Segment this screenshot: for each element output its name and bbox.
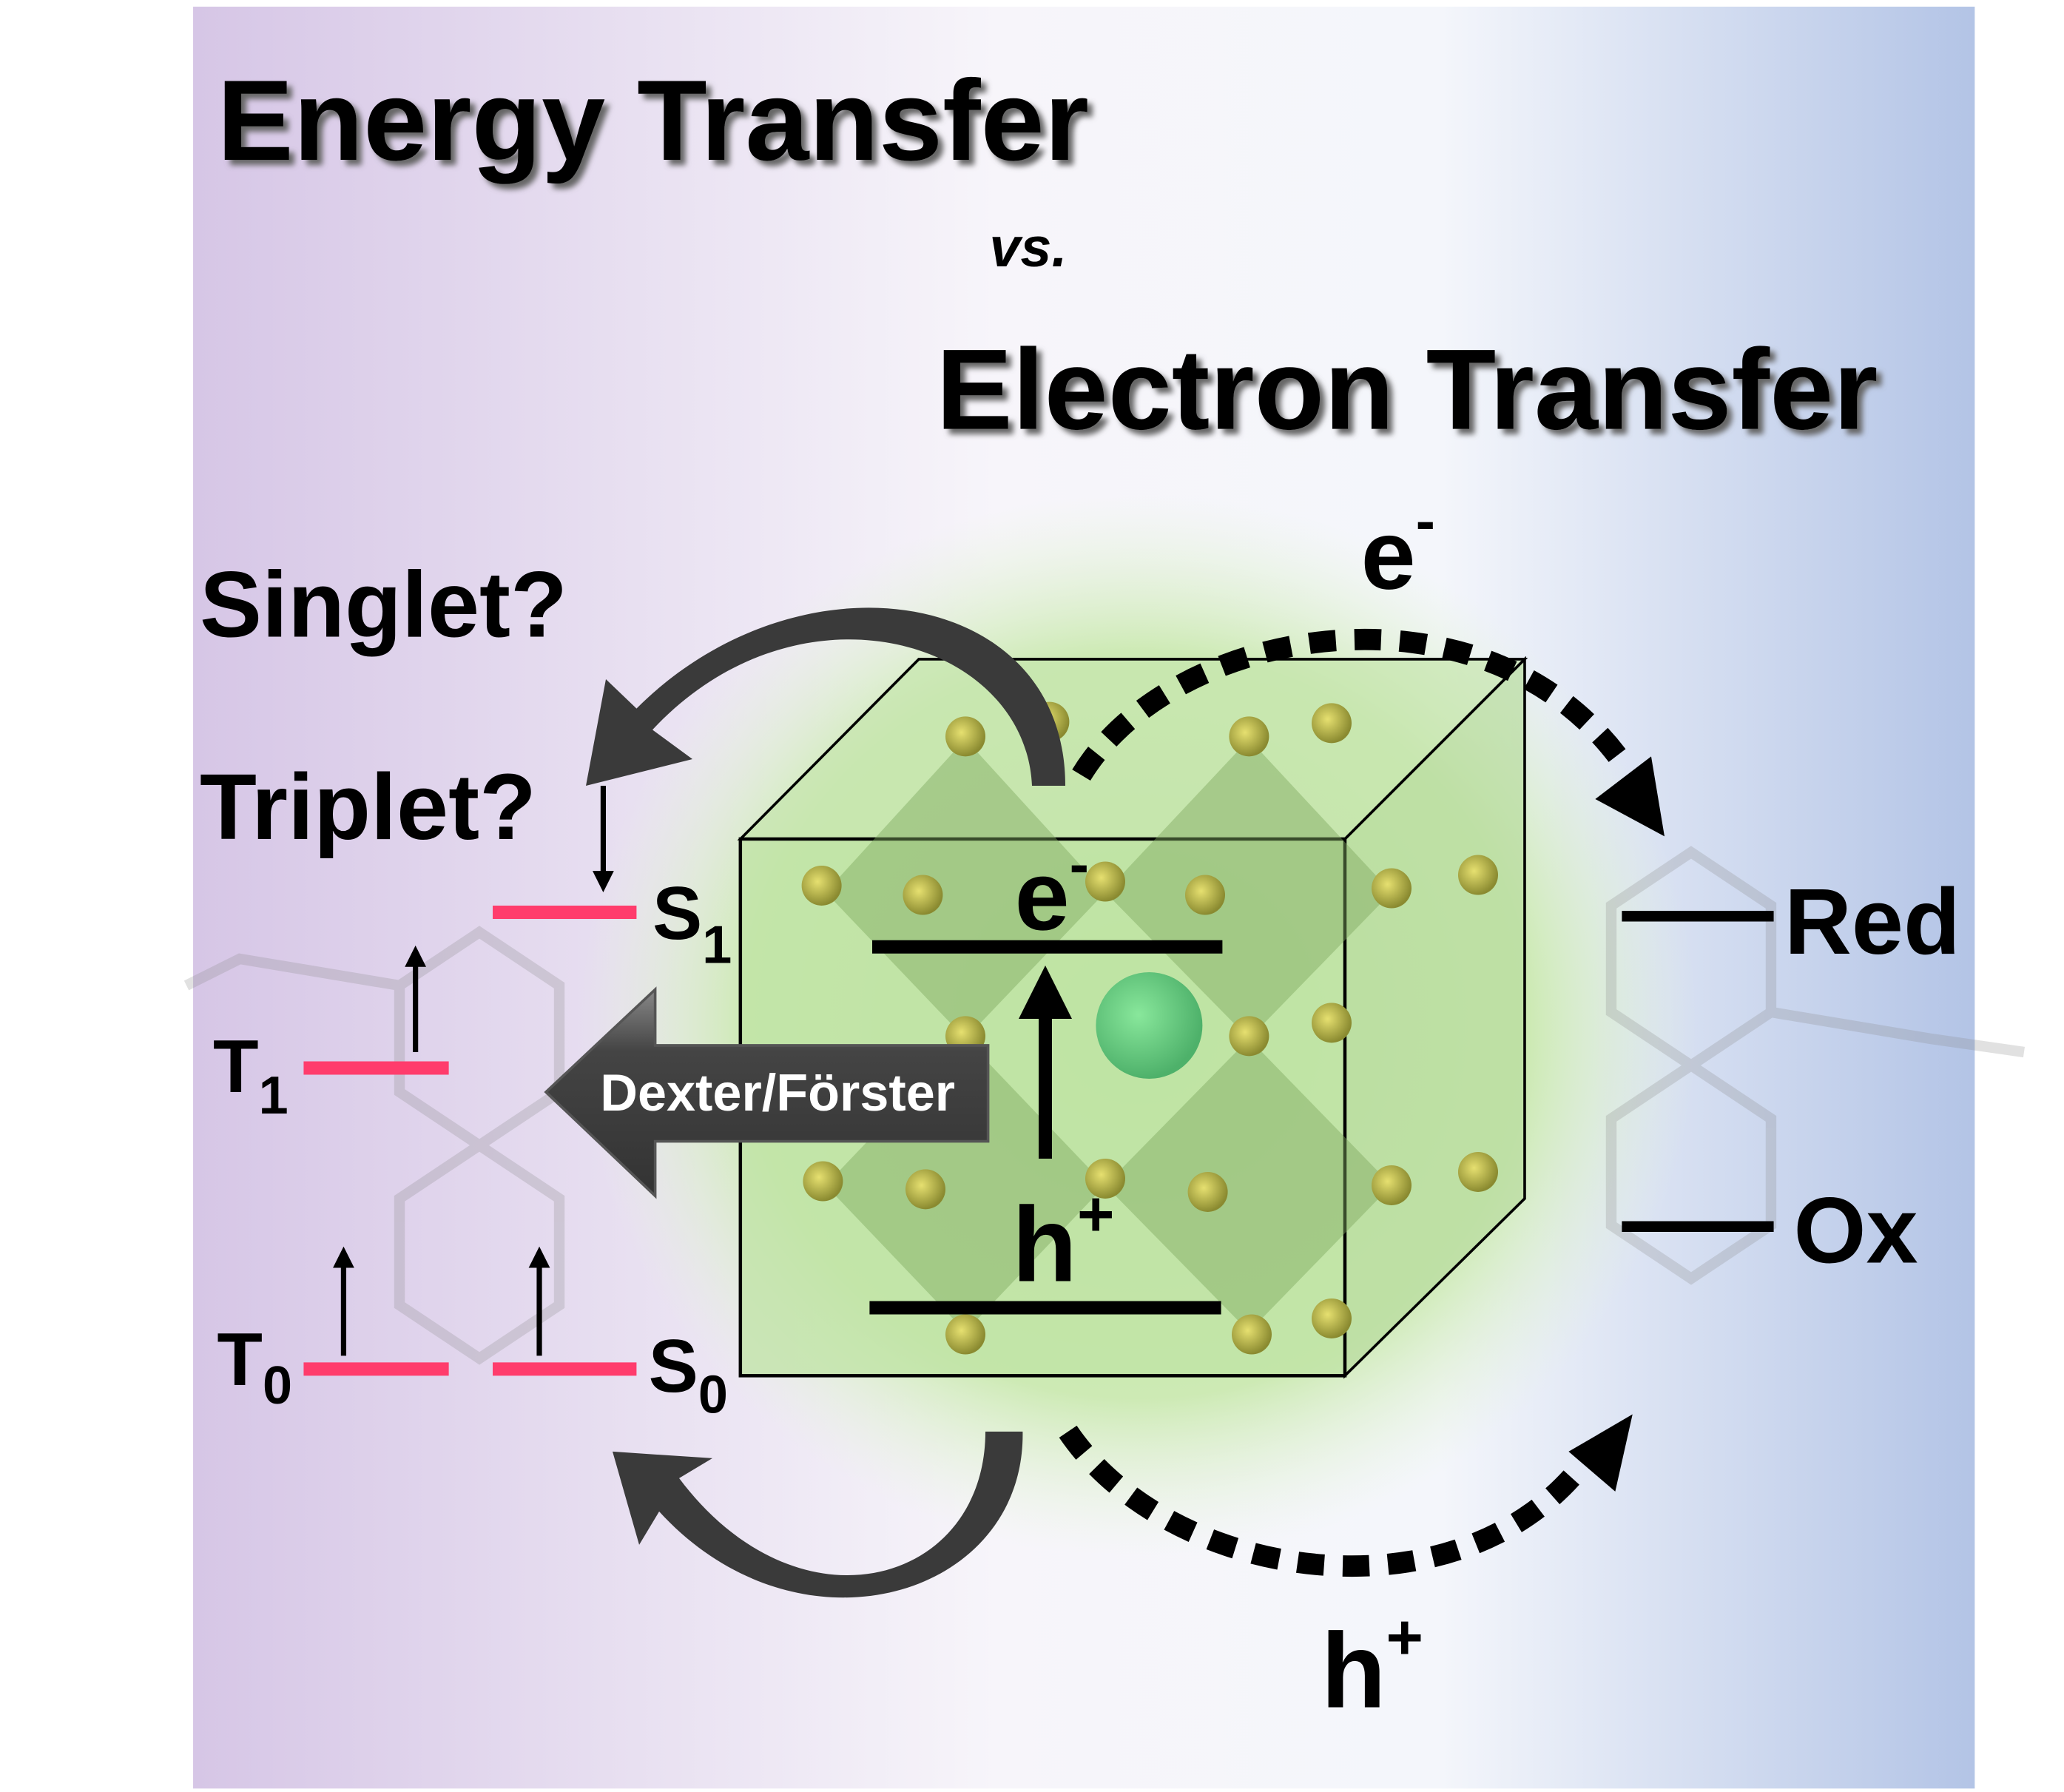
red-label: Red: [1784, 869, 1960, 974]
label-t1: T1: [213, 1025, 289, 1125]
central-cation: [1096, 971, 1203, 1079]
ox-label: Ox: [1794, 1178, 1918, 1282]
singlet-question: Singlet?: [200, 552, 567, 656]
curved-arrow-bottom: [613, 1431, 1023, 1598]
title-electron-transfer: Electron Transfer: [936, 326, 1878, 454]
hole-arrowhead-icon: [1568, 1414, 1633, 1492]
vs-label: vs.: [989, 217, 1067, 279]
transfer-hole-label: h+: [1321, 1603, 1423, 1731]
triplet-question: Triplet?: [200, 755, 536, 859]
cube-electron-label: e-: [1015, 831, 1089, 951]
label-t0: T0: [217, 1318, 292, 1415]
curved-arrow-top: [586, 607, 1065, 786]
perovskite-cube: [737, 656, 1528, 1379]
dexter-forster-label: Dexter/Förster: [600, 1063, 955, 1122]
molecule-background: [183, 846, 2025, 1365]
label-s1: S1: [652, 872, 732, 974]
label-s0: S0: [649, 1325, 728, 1425]
title-energy-transfer: Energy Transfer: [217, 56, 1089, 184]
electron-transfer-arc: [1072, 628, 1627, 781]
hole-transfer-arc: [1059, 1425, 1596, 1577]
transfer-electron-label: e-: [1361, 488, 1435, 610]
electron-arrowhead-icon: [1595, 756, 1665, 837]
cube-hole-label: h+: [1012, 1179, 1114, 1304]
dexter-forster-arrow: Dexter/Förster: [544, 986, 990, 1199]
